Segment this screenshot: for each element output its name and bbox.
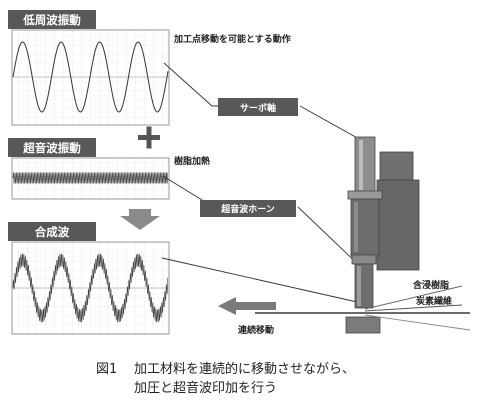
low-freq-panel: 低周波振動 加工点移動を可能とする動作 (8, 10, 291, 126)
caption-line-2: 加圧と超音波印加を行う (134, 381, 278, 396)
low-freq-plot-frame (11, 29, 170, 126)
combined-wave (12, 253, 169, 323)
horn-callout-label: 超音波ホーン (220, 203, 275, 215)
ultrasonic-tag (8, 138, 96, 157)
servo-flange (347, 190, 383, 200)
servo-shaft (354, 136, 376, 194)
ultrasonic-panel: 超音波振動 樹脂加熱 (8, 138, 210, 200)
low-freq-title: 低周波振動 (22, 13, 81, 27)
plus-sign (138, 126, 160, 149)
servo-callout: サーボ軸 (218, 98, 298, 116)
combined-tag (8, 222, 96, 241)
lower-line (364, 314, 471, 331)
resin-heating-leader (162, 175, 203, 201)
horn-callout: 超音波ホーン (200, 200, 296, 217)
ultrasonic-note: 樹脂加熱 (174, 155, 210, 167)
material (255, 285, 471, 331)
fiber-line (364, 304, 463, 312)
low-freq-tag (8, 10, 96, 29)
down-arrow (120, 209, 160, 230)
combined-panel: 合成波 (8, 222, 170, 335)
ultrasonic-title: 超音波振動 (22, 141, 81, 155)
low-freq-note: 加工点移動を可能とする動作 (173, 33, 291, 45)
motor-body (376, 179, 420, 271)
caption-line-1: 加工材料を連続的に移動させながら、 (134, 362, 356, 377)
continuous-move-label: 連続移動 (238, 324, 274, 336)
combined-title: 合成波 (35, 225, 70, 239)
figure-caption: 図1 加工材料を連続的に移動させながら、 加圧と超音波印加を行う (96, 360, 476, 398)
resin-line (364, 285, 463, 310)
low-freq-wave (12, 41, 169, 113)
machine (345, 136, 420, 334)
motor-top (379, 151, 414, 181)
anvil (345, 316, 381, 334)
combined-leader (161, 257, 367, 305)
ultrasonic-wave (12, 172, 169, 184)
horn-collar (351, 254, 377, 265)
resin-label: 含浸樹脂 (412, 279, 449, 291)
servo-callout-label: サーボ軸 (240, 102, 276, 114)
continuous-move-arrow (218, 297, 276, 315)
figure-number: 図1 (96, 362, 118, 377)
carbon-fiber-label: 炭素繊維 (416, 295, 452, 307)
